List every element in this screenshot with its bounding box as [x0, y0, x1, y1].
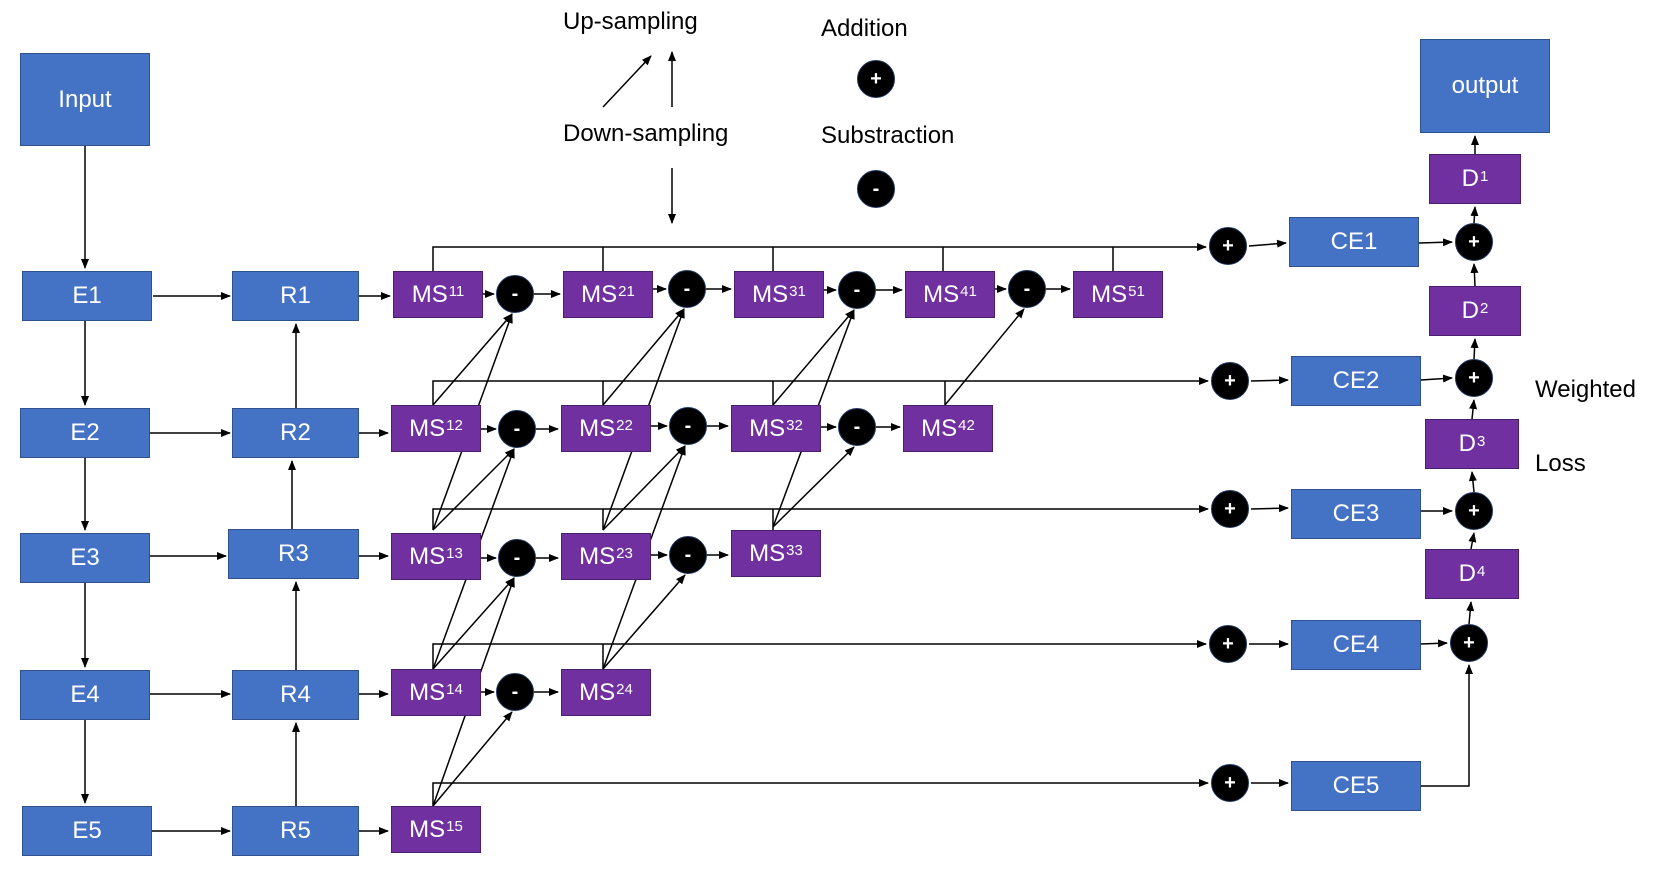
add-node-d2: + — [1455, 359, 1493, 397]
subtract-node-r4-1: - — [496, 673, 534, 711]
subtract-node-r3-1: - — [498, 539, 536, 577]
subtract-node-r1-2: - — [668, 270, 706, 308]
input-block: Input — [20, 53, 150, 146]
ms11-to-ce1-add — [432, 243, 1207, 271]
refine-block-r5: R5 — [232, 806, 359, 856]
ms12-to-sub11 — [432, 313, 513, 406]
refine-block-r4: R4 — [232, 670, 359, 720]
ce-block-3: CE3 — [1291, 489, 1421, 539]
add-node-ce4: + — [1209, 625, 1247, 663]
d2add-to-d2 — [1470, 338, 1479, 360]
encoder-block-e4: E4 — [20, 670, 150, 720]
ce2-to-d2-add — [1420, 374, 1453, 383]
subtract-node-r2-2: - — [669, 407, 707, 445]
ms32-to-sub31 — [772, 309, 855, 406]
legend-downsampling-label: Down-sampling — [563, 120, 729, 147]
legend-addition-label: Addition — [821, 15, 908, 42]
legend-addition-icon: + — [857, 60, 895, 98]
ce-block-2: CE2 — [1291, 356, 1421, 406]
add-node-ce3: + — [1211, 490, 1249, 528]
ce-block-1: CE1 — [1289, 217, 1419, 267]
ms42-to-sub41 — [944, 308, 1025, 406]
ms23-to-sub22 — [602, 445, 686, 531]
ce1-to-d1-add — [1418, 238, 1453, 247]
encoder-block-e1: E1 — [22, 271, 152, 321]
ms13-to-ce3-add — [432, 505, 1209, 530]
ms15-to-ce5-add — [432, 779, 1209, 806]
encoder-block-e2: E2 — [20, 408, 150, 458]
add-to-ce1 — [1248, 239, 1287, 248]
subtract-node-r1-3: - — [838, 271, 876, 309]
add-node-ce5: + — [1211, 764, 1249, 802]
subtract-node-r1-4: - — [1008, 270, 1046, 308]
add-node-d1: + — [1455, 223, 1493, 261]
d2-to-d1add — [1470, 263, 1479, 287]
d3add-to-d3 — [1468, 471, 1477, 493]
legend-substraction-label: Substraction — [821, 122, 955, 149]
subtract-node-r1-1: - — [496, 275, 534, 313]
add-to-ce3 — [1250, 504, 1289, 513]
add-node-ce2: + — [1211, 362, 1249, 400]
output-block: output — [1420, 39, 1550, 133]
subtract-node-r2-1: - — [498, 410, 536, 448]
d1add-to-d1 — [1470, 206, 1479, 224]
ms14-to-sub13 — [432, 577, 515, 670]
add-to-ce2 — [1250, 376, 1289, 385]
ms13-to-sub12 — [432, 448, 515, 531]
ms14-to-ce4-add — [432, 640, 1207, 669]
subtract-node-r3-2: - — [669, 536, 707, 574]
legend-upsampling-label: Up-sampling — [563, 8, 698, 35]
weighted-label: Weighted — [1535, 376, 1636, 403]
d4add-to-d4 — [1466, 601, 1475, 625]
subtract-node-r2-3: - — [838, 408, 876, 446]
legend-subtraction-icon: - — [857, 170, 895, 208]
ms33-to-sub32 — [772, 446, 855, 528]
add-node-d3: + — [1455, 492, 1493, 530]
refine-block-r3: R3 — [228, 529, 359, 579]
d3-to-d2add — [1469, 399, 1478, 420]
d4-to-d3add — [1468, 532, 1477, 550]
ce-block-5: CE5 — [1291, 761, 1421, 811]
ms22-to-sub21 — [602, 308, 685, 406]
add-node-ce1: + — [1209, 227, 1247, 265]
ms24-to-sub23 — [602, 574, 686, 670]
ce4-to-d4-add — [1420, 639, 1448, 648]
ms12-to-ce2-add — [432, 377, 1209, 405]
refine-block-r1: R1 — [232, 271, 359, 321]
ce-block-4: CE4 — [1291, 620, 1421, 670]
loss-label: Loss — [1535, 450, 1586, 477]
legend-upsampling-arrow — [602, 55, 652, 108]
ce5-to-d4-add — [1421, 664, 1473, 787]
refine-block-r2: R2 — [232, 408, 359, 458]
encoder-block-e5: E5 — [22, 806, 152, 856]
ms15-to-sub14 — [432, 711, 513, 807]
encoder-block-e3: E3 — [20, 533, 150, 583]
add-node-d4: + — [1450, 624, 1488, 662]
